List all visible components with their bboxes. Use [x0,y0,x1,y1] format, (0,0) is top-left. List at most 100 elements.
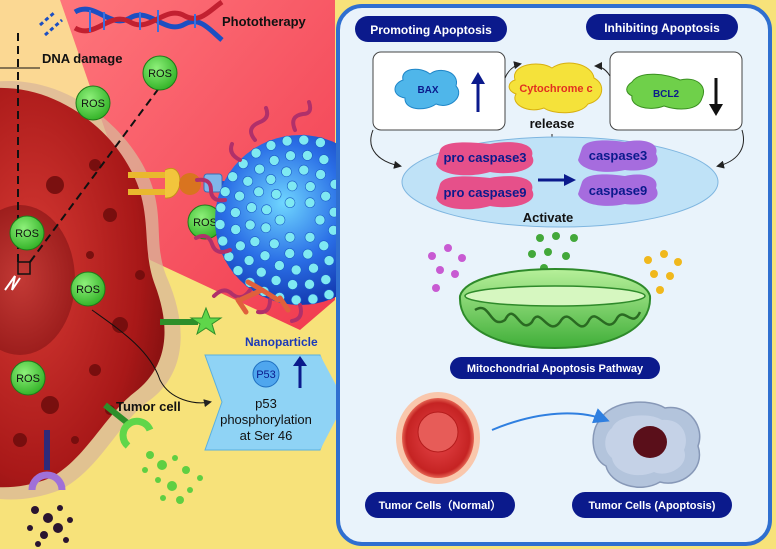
nanoparticle-bead [320,274,332,285]
nanoparticle-bead [227,171,238,182]
cytochrome-label: Cytochrome c [519,83,592,95]
nanoparticle-bead [315,169,326,180]
activation-arrow-icon [564,174,576,186]
inhibiting-label: Inhibiting Apoptosis [604,21,720,35]
nanoparticle-bead [230,224,241,235]
transition-arrow [491,408,610,431]
caspase9-label: caspase9 [589,183,648,198]
arrow-to-panel [320,355,345,450]
nanoparticle-bead [298,164,310,176]
caspase3-blob [578,140,658,172]
nanoparticle-bead [265,140,277,151]
nanoparticle-bead [242,176,254,187]
nanoparticle-bead [244,219,256,231]
p53-badge: P53 [256,369,276,381]
p53-arrow-box: P53 p53 phosphorylation at Ser 46 [204,354,339,451]
nanoparticle-bead [286,180,298,192]
nanoparticle-bead [285,150,296,161]
nanoparticle-bead [290,294,302,306]
p53-line-1: p53 [255,396,277,411]
nanoparticle-bead [284,248,296,259]
nanoparticle-bead [281,135,293,147]
damage-spark-icon [4,275,21,291]
zoom-box [17,261,31,275]
p53-line-3: at Ser 46 [240,428,293,443]
mito-pathway-pill [450,357,660,379]
bcl2-down-arrow-icon [709,104,723,116]
bcl2-label: BCL2 [653,89,680,100]
nanoparticle-bead [246,202,257,213]
bcl2-protein-icon [626,73,704,110]
nanoparticle-bead [268,238,280,250]
nanoparticle-bead [307,293,319,305]
ros-circle: ROS [142,55,178,91]
star-ligand-icon [160,306,223,336]
nanoparticle-bead [235,240,246,252]
tumor-apoptosis-label: Tumor Cells (Apoptosis) [589,500,716,512]
phototherapy-label: Phototherapy [222,14,307,29]
caspase3-label: caspase3 [589,148,648,163]
nanoparticle-bead [230,207,241,218]
apoptotic-cell-icon [592,401,701,488]
svg-text:ROS: ROS [76,284,100,296]
up-arrow-icon [293,356,307,366]
nanoparticle-bead [315,137,326,148]
svg-text:ROS: ROS [148,68,172,80]
mito-pathway-label: Mitochondrial Apoptosis Pathway [467,363,644,375]
nanoparticle-bead [268,155,280,166]
dna-damage-label: DNA damage [42,51,122,66]
bax-label: BAX [417,85,438,96]
ros-circle: ROS [75,85,111,121]
nanoparticle-bead [298,134,310,146]
nanoparticle-bead [219,186,231,197]
antibody-icon [235,279,291,315]
right-feed-arrow [716,129,744,169]
bcl2-to-cyt-arrow [594,62,611,77]
nanoparticle-bead [253,186,265,198]
svg-text:ROS: ROS [193,217,217,229]
promoting-label: Promoting Apoptosis [370,23,492,37]
nanoparticle-bead [270,275,282,286]
inhibiting-pill [586,14,738,40]
bax-protein-icon [394,68,460,110]
nanoparticle-bead [323,255,335,266]
nanoparticle-bead [274,260,285,271]
activate-label: Activate [523,210,574,225]
dark-particles [27,505,73,547]
nanoparticle-bead [304,197,316,208]
bax-to-cyt-arrow [504,61,522,79]
nanoparticle-bead [284,232,296,243]
pink-particles [428,244,466,292]
nanoparticle-bead [302,248,314,260]
nanoparticle-bead [255,266,267,278]
ros-circle: ROS [187,204,223,240]
bax-up-arrow-icon [471,72,485,84]
caspase9-blob [578,174,658,206]
svg-text:ROS: ROS [81,98,105,110]
nanoparticle-bead [302,150,313,161]
nanoparticle-bead [265,174,277,185]
nanoparticle-bead [274,214,286,226]
nanoparticle-bead [314,214,326,226]
mitochondrion-icon [458,268,652,350]
tumor-to-p53-leader [91,309,212,408]
dna-helix-icon [39,0,224,42]
nanoparticle-bead [232,265,244,276]
left-feed-arrow [370,129,402,169]
green-particles [142,451,203,504]
normal-tumor-cell-icon [396,392,480,484]
nanoparticle-bead [243,255,255,266]
tumor-normal-label: Tumor Cells（Normal） [379,499,502,512]
ros-circle: ROS [70,271,106,307]
green-receptor-icon [103,402,154,449]
release-label: release [530,116,575,131]
yellow-particles [644,250,682,294]
nanoparticle-bead [260,222,272,234]
nanoparticle-bead [261,204,272,215]
zoom-line-right [29,79,166,263]
nanoparticle-bead [320,190,332,202]
svg-text:ROS: ROS [16,373,40,385]
nanoparticle-bead [308,262,319,274]
nanoparticle-bead [215,202,227,214]
